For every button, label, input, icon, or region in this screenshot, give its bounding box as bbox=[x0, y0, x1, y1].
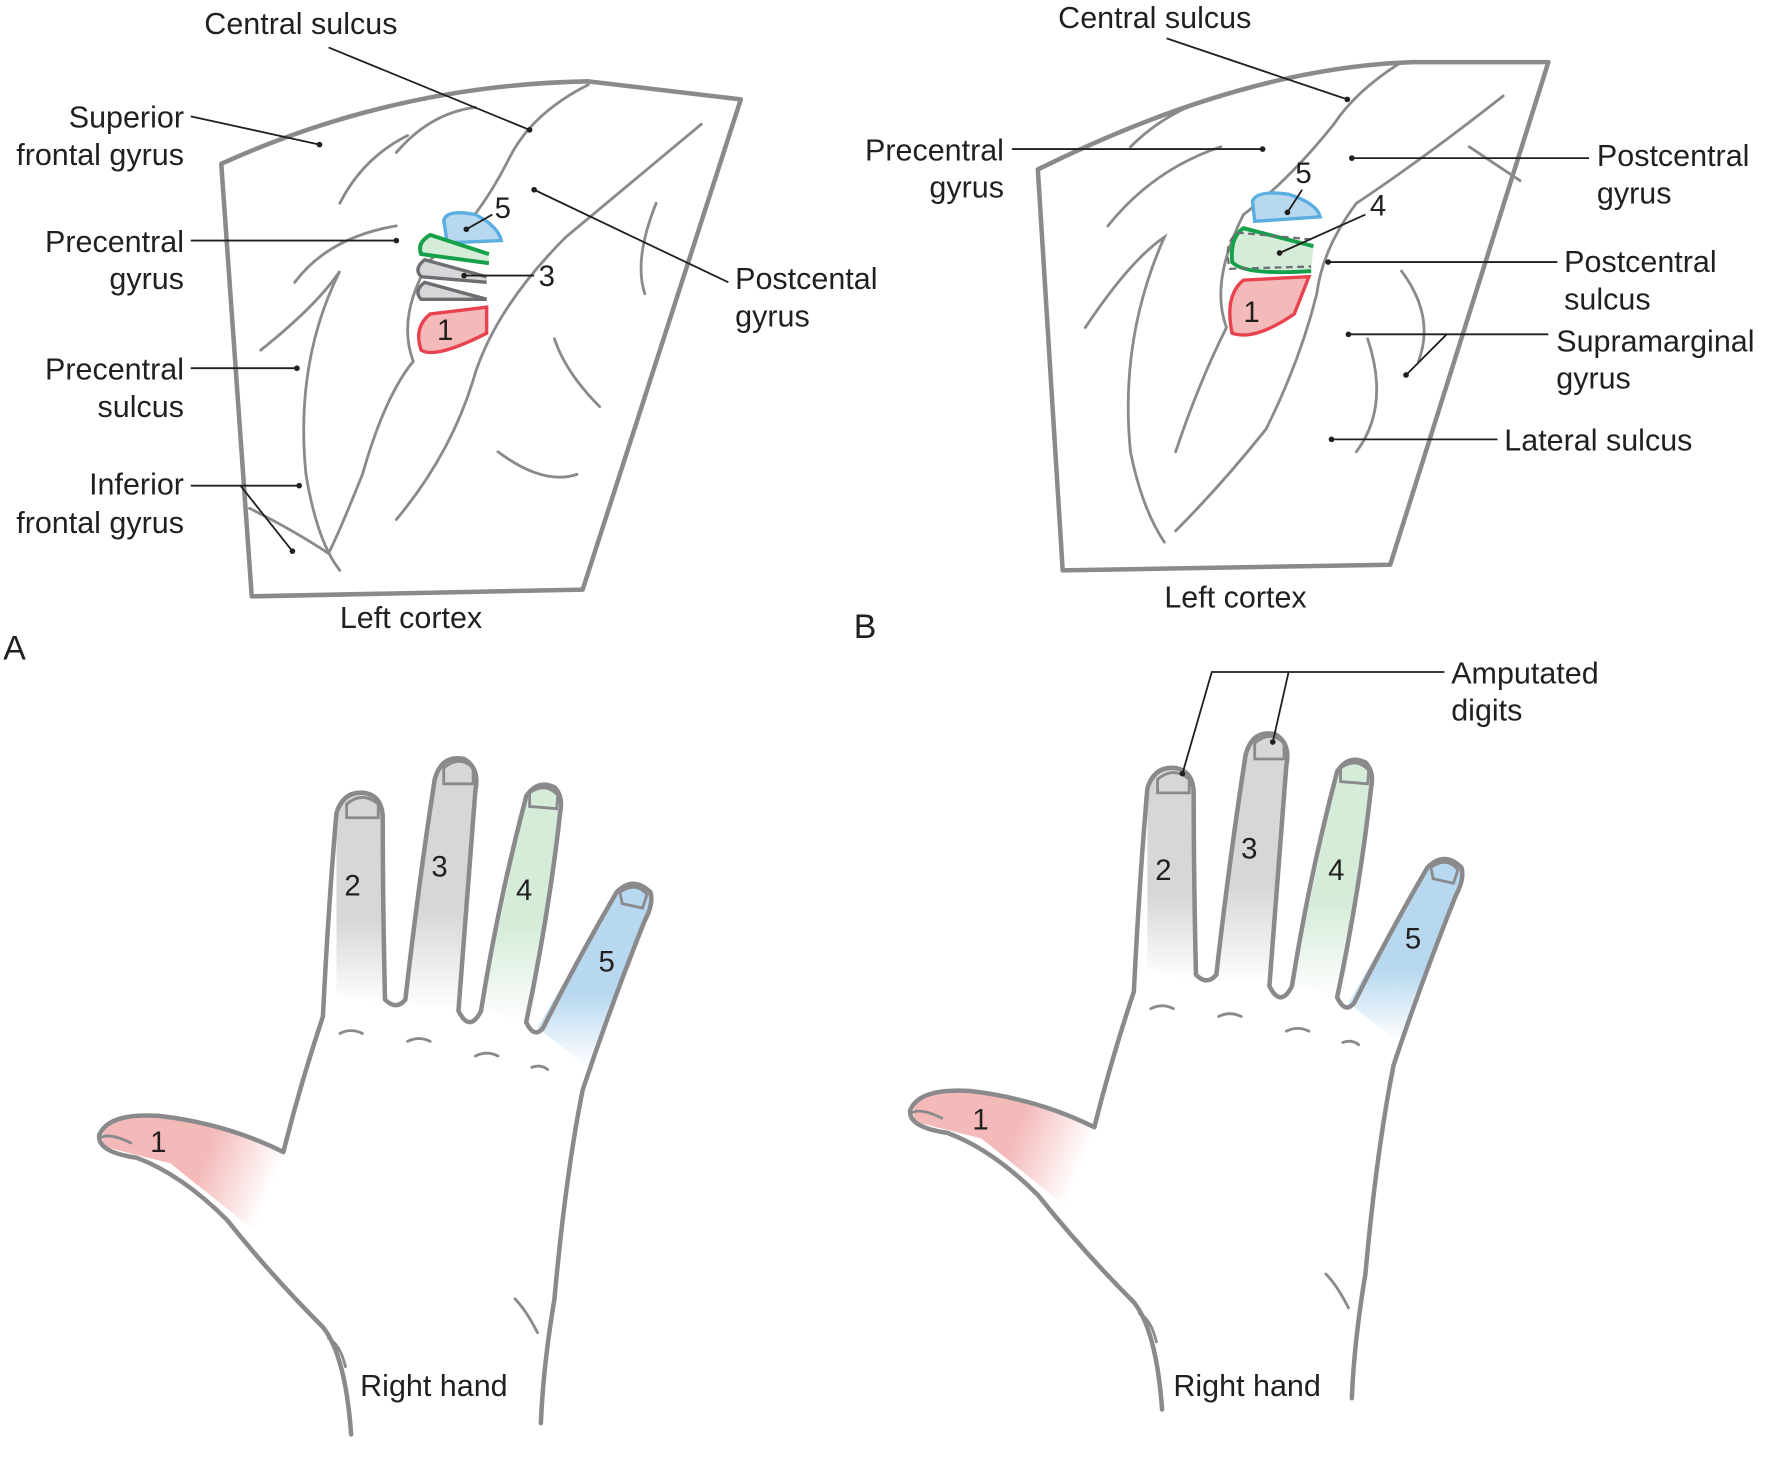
panel-b-labels: Central sulcus Precentral gyrus Postcent… bbox=[854, 1, 1755, 646]
label-postcentral-gyrus-2: gyrus bbox=[735, 299, 810, 333]
cortex-digit-5: 5 bbox=[495, 192, 511, 225]
hand-digit-1: 1 bbox=[972, 1103, 988, 1136]
caption-left-cortex-a: Left cortex bbox=[340, 601, 482, 635]
hand-digit-5: 5 bbox=[1405, 923, 1421, 956]
caption-right-hand-a: Right hand bbox=[360, 1369, 507, 1403]
label-superior-frontal-gyrus: Superior bbox=[69, 101, 184, 135]
cortex-digit-3: 3 bbox=[539, 260, 555, 293]
caption-left-cortex-b: Left cortex bbox=[1164, 581, 1306, 615]
label-supramarginal-gyrus-2: gyrus bbox=[1556, 362, 1631, 396]
cortex-outline bbox=[1035, 59, 1551, 573]
hand-digit-3: 3 bbox=[1241, 832, 1257, 865]
digit1-area bbox=[1228, 274, 1312, 337]
panel-letter-b: B bbox=[854, 608, 877, 646]
label-postcentral-sulcus-2: sulcus bbox=[1564, 282, 1650, 316]
panel-b-hand: 1 2 3 4 5 Amputated digits Right hand bbox=[910, 656, 1599, 1409]
cortex-digit-1: 1 bbox=[1243, 296, 1259, 329]
panel-a-cortex: 5 3 1 bbox=[218, 79, 744, 599]
label-precentral-gyrus: Precentral bbox=[865, 133, 1004, 167]
label-inferior-frontal-gyrus: Inferior bbox=[89, 468, 184, 502]
panel-a-hand: 1 2 3 4 5 Right hand bbox=[99, 758, 651, 1434]
label-precentral-sulcus-2: sulcus bbox=[98, 390, 184, 424]
label-central-sulcus: Central sulcus bbox=[1058, 1, 1251, 35]
label-inferior-frontal-gyrus-2: frontal gyrus bbox=[16, 506, 184, 540]
label-central-sulcus: Central sulcus bbox=[204, 7, 397, 41]
label-precentral-sulcus: Precentral bbox=[45, 352, 184, 386]
label-precentral-gyrus-2: gyrus bbox=[929, 171, 1004, 205]
label-supramarginal-gyrus: Supramarginal bbox=[1556, 324, 1754, 358]
hand-digit-4: 4 bbox=[516, 874, 532, 907]
label-precentral-gyrus: Precentral bbox=[45, 225, 184, 259]
label-amputated-digits: Amputated bbox=[1451, 656, 1598, 690]
label-superior-frontal-gyrus-2: frontal gyrus bbox=[16, 138, 184, 172]
hand-digit-5: 5 bbox=[598, 945, 614, 978]
label-amputated-digits-2: digits bbox=[1451, 694, 1522, 728]
hand-digit-3: 3 bbox=[431, 850, 447, 883]
digit5-area bbox=[442, 211, 504, 245]
sulci bbox=[248, 105, 703, 572]
digit1-area bbox=[417, 305, 489, 355]
digit4-area bbox=[418, 232, 490, 266]
label-postcentral-gyrus: Postcental bbox=[735, 262, 877, 296]
label-precentral-gyrus-2: gyrus bbox=[109, 262, 184, 296]
hand-digit-2: 2 bbox=[1155, 854, 1171, 887]
digit2-3-area bbox=[416, 257, 488, 302]
cortex-digit-4: 4 bbox=[1370, 190, 1386, 223]
central-sulcus-line bbox=[327, 83, 590, 555]
label-postcentral-gyrus: Postcentral bbox=[1597, 139, 1750, 173]
hand-digit-1: 1 bbox=[150, 1126, 166, 1159]
hand-digit-2: 2 bbox=[344, 870, 360, 903]
cortex-digit-1: 1 bbox=[437, 314, 453, 347]
digit5-area bbox=[1250, 191, 1323, 224]
panel-a-labels: Central sulcus Superior frontal gyrus Pr… bbox=[3, 7, 877, 668]
sulci bbox=[1083, 60, 1522, 544]
label-postcentral-sulcus: Postcentral bbox=[1564, 245, 1717, 279]
amputated-digit-area bbox=[1226, 231, 1312, 270]
panel-b-cortex: 5 4 1 bbox=[1035, 59, 1551, 573]
cortex-outline bbox=[218, 79, 744, 599]
label-postcentral-gyrus-2: gyrus bbox=[1597, 176, 1672, 210]
caption-right-hand-b: Right hand bbox=[1173, 1369, 1320, 1403]
panel-letter-a: A bbox=[3, 630, 26, 668]
label-lateral-sulcus: Lateral sulcus bbox=[1504, 424, 1692, 458]
cortex-digit-5: 5 bbox=[1295, 157, 1311, 190]
hand-digit-4: 4 bbox=[1328, 854, 1344, 887]
